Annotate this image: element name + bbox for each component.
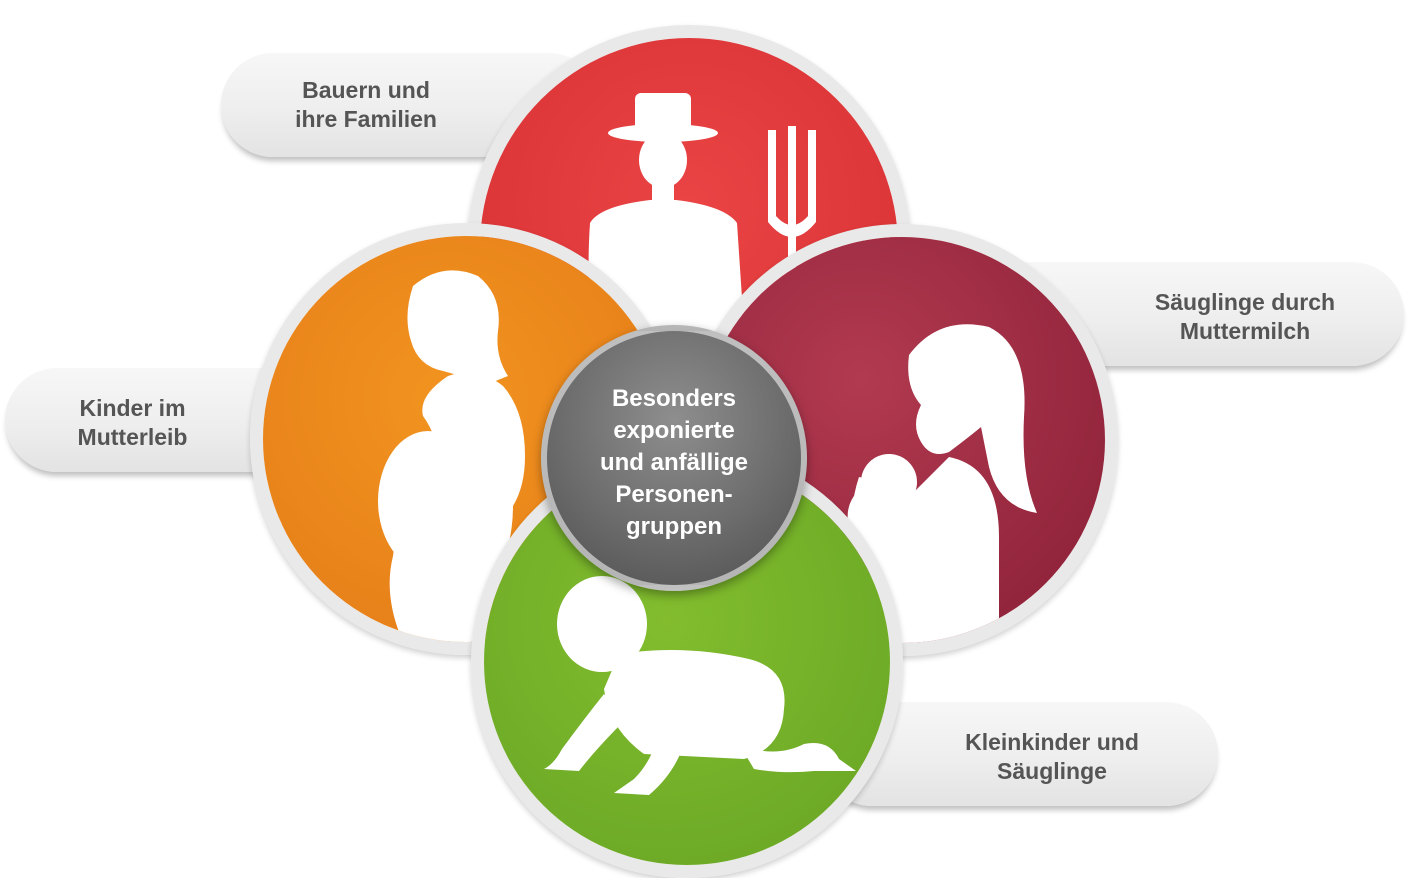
label-farmers: Bauern und ihre Familien bbox=[295, 77, 437, 132]
label-breastmilk: Säuglinge durch Muttermilch bbox=[1154, 289, 1336, 344]
center-circle: Besonders exponierte und anfällige Perso… bbox=[541, 325, 807, 591]
center-label: Besonders exponierte und anfällige Perso… bbox=[599, 385, 748, 540]
label-unborn: Kinder im Mutterleib bbox=[77, 395, 188, 450]
label-infants: Kleinkinder und Säuglinge bbox=[965, 729, 1139, 784]
